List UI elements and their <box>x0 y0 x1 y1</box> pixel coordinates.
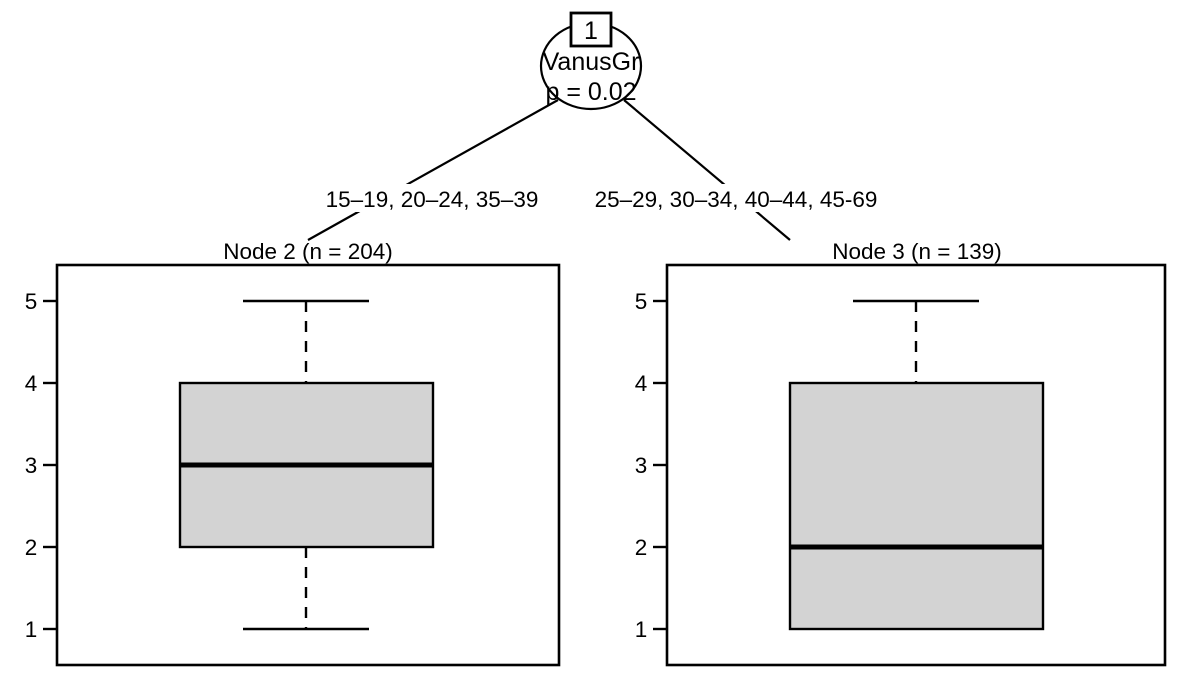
root-node-number-box <box>569 11 613 48</box>
tree-edges <box>307 99 791 241</box>
panel-node-3-boxplot <box>788 299 1045 631</box>
panel-node-2-title: Node 2 (n = 204) <box>223 239 393 264</box>
edge-label-right: 25–29, 30–34, 40–44, 45-69 <box>595 187 878 212</box>
box-iqr <box>788 381 1045 631</box>
axis-tick-label-4: 4 <box>635 371 648 396</box>
edge-label-left-bg <box>318 184 546 212</box>
axis-tick-label-1: 1 <box>25 617 38 642</box>
edge-label-right-group: 25–29, 30–34, 40–44, 45-69 <box>586 184 886 212</box>
axis-tick-label-2: 2 <box>635 535 648 560</box>
edge-label-left: 15–19, 20–24, 35–39 <box>326 187 539 212</box>
axis-tick-label-5: 5 <box>635 289 648 314</box>
panel-node-3-title: Node 3 (n = 139) <box>832 239 1002 264</box>
root-node-number: 1 <box>584 17 598 45</box>
axis-tick-label-5: 5 <box>25 289 38 314</box>
edge-label-left-group: 15–19, 20–24, 35–39 <box>318 184 546 212</box>
panel-node-3[interactable]: Node 3 (n = 139) 5 4 3 2 1 <box>635 239 1167 667</box>
axis-tick-label-1: 1 <box>635 617 648 642</box>
axis-tick-label-3: 3 <box>635 453 648 478</box>
panel-node-2[interactable]: Node 2 (n = 204) 5 4 3 2 1 <box>25 239 561 667</box>
panel-node-3-y-axis: 5 4 3 2 1 <box>635 289 667 642</box>
panel-node-2-y-axis: 5 4 3 2 1 <box>25 289 57 642</box>
root-node-pvalue: p = 0.02 <box>545 78 636 106</box>
axis-tick-label-4: 4 <box>25 371 38 396</box>
axis-tick-label-2: 2 <box>25 535 38 560</box>
panel-node-2-boxplot <box>178 299 435 631</box>
axis-tick-label-3: 3 <box>25 453 38 478</box>
edge-right-line <box>623 99 791 241</box>
edge-left-line <box>307 99 559 241</box>
root-node-variable: VanusGr <box>543 48 640 76</box>
edge-label-right-bg <box>586 184 886 212</box>
root-node[interactable]: 1 VanusGr p = 0.02 <box>539 11 643 111</box>
